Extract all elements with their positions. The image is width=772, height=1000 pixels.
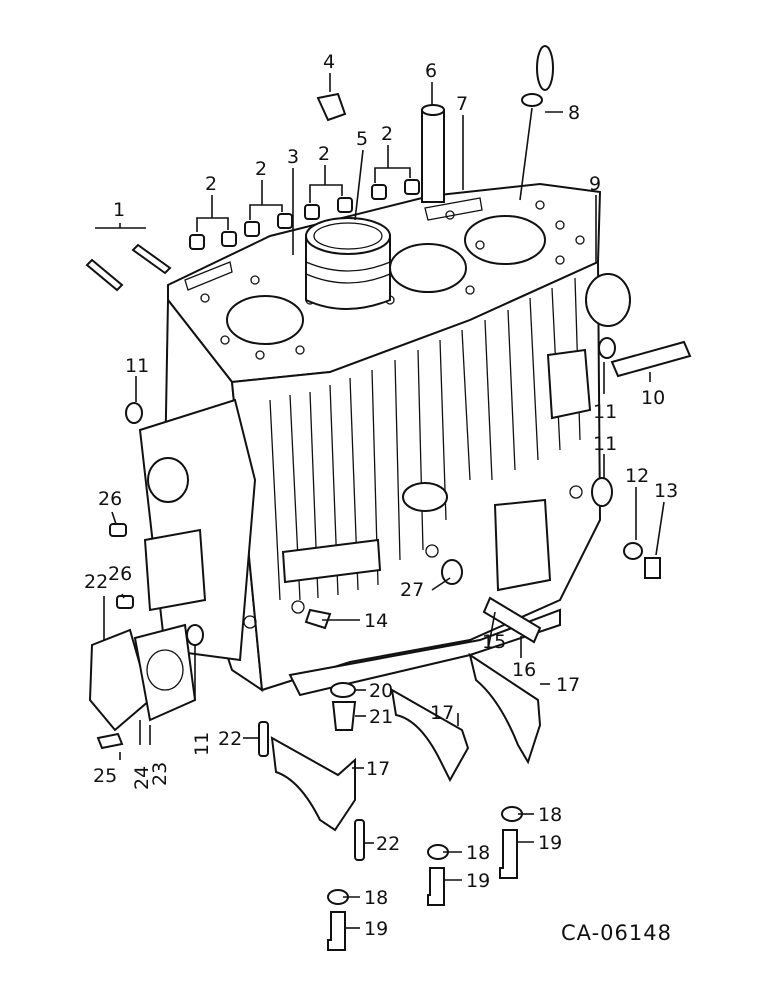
part-washer-20	[330, 682, 356, 698]
callout-14: 14	[364, 610, 388, 632]
part-dowel-22a	[258, 721, 269, 757]
part-gasket-22	[88, 628, 152, 732]
callout-4: 4	[323, 51, 335, 73]
part-bearing-cap-front	[270, 736, 356, 832]
callout-22a: 22	[84, 571, 108, 593]
callout-16: 16	[512, 659, 536, 681]
part-dowel-26a	[109, 523, 127, 537]
callout-2a: 2	[205, 173, 217, 195]
callout-3: 3	[287, 146, 299, 168]
part-dipstick	[519, 45, 554, 201]
callout-18a: 18	[538, 804, 562, 826]
callout-17a: 17	[556, 674, 580, 696]
callout-27: 27	[400, 579, 424, 601]
part-shaft	[610, 340, 692, 378]
callout-11c: 11	[593, 433, 617, 455]
part-studs	[85, 243, 172, 292]
part-bearing-cap-rear	[468, 652, 542, 765]
callout-26b: 26	[108, 563, 132, 585]
callout-2c: 2	[318, 143, 330, 165]
part-plug	[316, 92, 347, 122]
callout-1: 1	[113, 199, 125, 221]
engine-block	[138, 182, 602, 697]
callout-25: 25	[93, 765, 117, 787]
part-dowels	[189, 179, 420, 250]
callout-21: 21	[369, 706, 393, 728]
callout-8: 8	[568, 102, 580, 124]
callout-20: 20	[369, 680, 393, 702]
part-drain-plug-21	[331, 701, 357, 731]
callout-22c: 22	[376, 833, 400, 855]
part-fitting-14	[304, 608, 332, 630]
callout-24: 24	[131, 766, 153, 790]
callout-17b: 17	[430, 702, 454, 724]
part-cylinder-sleeve	[305, 217, 391, 310]
callout-2d: 2	[381, 123, 393, 145]
part-union-16	[482, 596, 542, 644]
callout-6: 6	[425, 60, 437, 82]
part-dowel-26b	[116, 595, 134, 609]
part-o-rings	[125, 337, 616, 646]
callout-26a: 26	[98, 488, 122, 510]
part-cover-plate	[585, 273, 631, 327]
callout-2b: 2	[255, 158, 267, 180]
callout-labels: 1 2 2 2 2 2 3 4 5 6 7 8 9 10 11 11 11 11…	[84, 51, 678, 940]
callout-19c: 19	[364, 918, 388, 940]
callout-11b: 11	[593, 401, 617, 423]
callout-7: 7	[456, 93, 468, 115]
leader-lines	[95, 73, 665, 929]
part-bolt-19b	[427, 867, 445, 906]
part-dowel-22b	[354, 819, 365, 861]
callout-22b: 22	[218, 728, 242, 750]
callout-10: 10	[641, 387, 665, 409]
part-plug-13	[644, 557, 661, 579]
part-bolt-19a	[499, 829, 518, 879]
part-bearing-cap-center	[390, 688, 470, 783]
callout-18b: 18	[466, 842, 490, 864]
callout-9: 9	[589, 173, 601, 195]
part-bolt-25	[96, 732, 124, 750]
callout-23: 23	[149, 762, 171, 786]
callout-15: 15	[482, 631, 506, 653]
part-tube	[421, 104, 445, 203]
callout-19b: 19	[466, 870, 490, 892]
part-bolt-19c	[327, 911, 346, 951]
drawing-code: CA-06148	[561, 921, 672, 945]
callout-19a: 19	[538, 832, 562, 854]
callout-11d: 11	[191, 732, 213, 756]
callout-13: 13	[654, 480, 678, 502]
callout-18c: 18	[364, 887, 388, 909]
callout-11a: 11	[125, 355, 149, 377]
callout-5: 5	[356, 128, 368, 150]
part-washer-12	[623, 542, 643, 560]
callout-12: 12	[625, 465, 649, 487]
callout-17c: 17	[366, 758, 390, 780]
